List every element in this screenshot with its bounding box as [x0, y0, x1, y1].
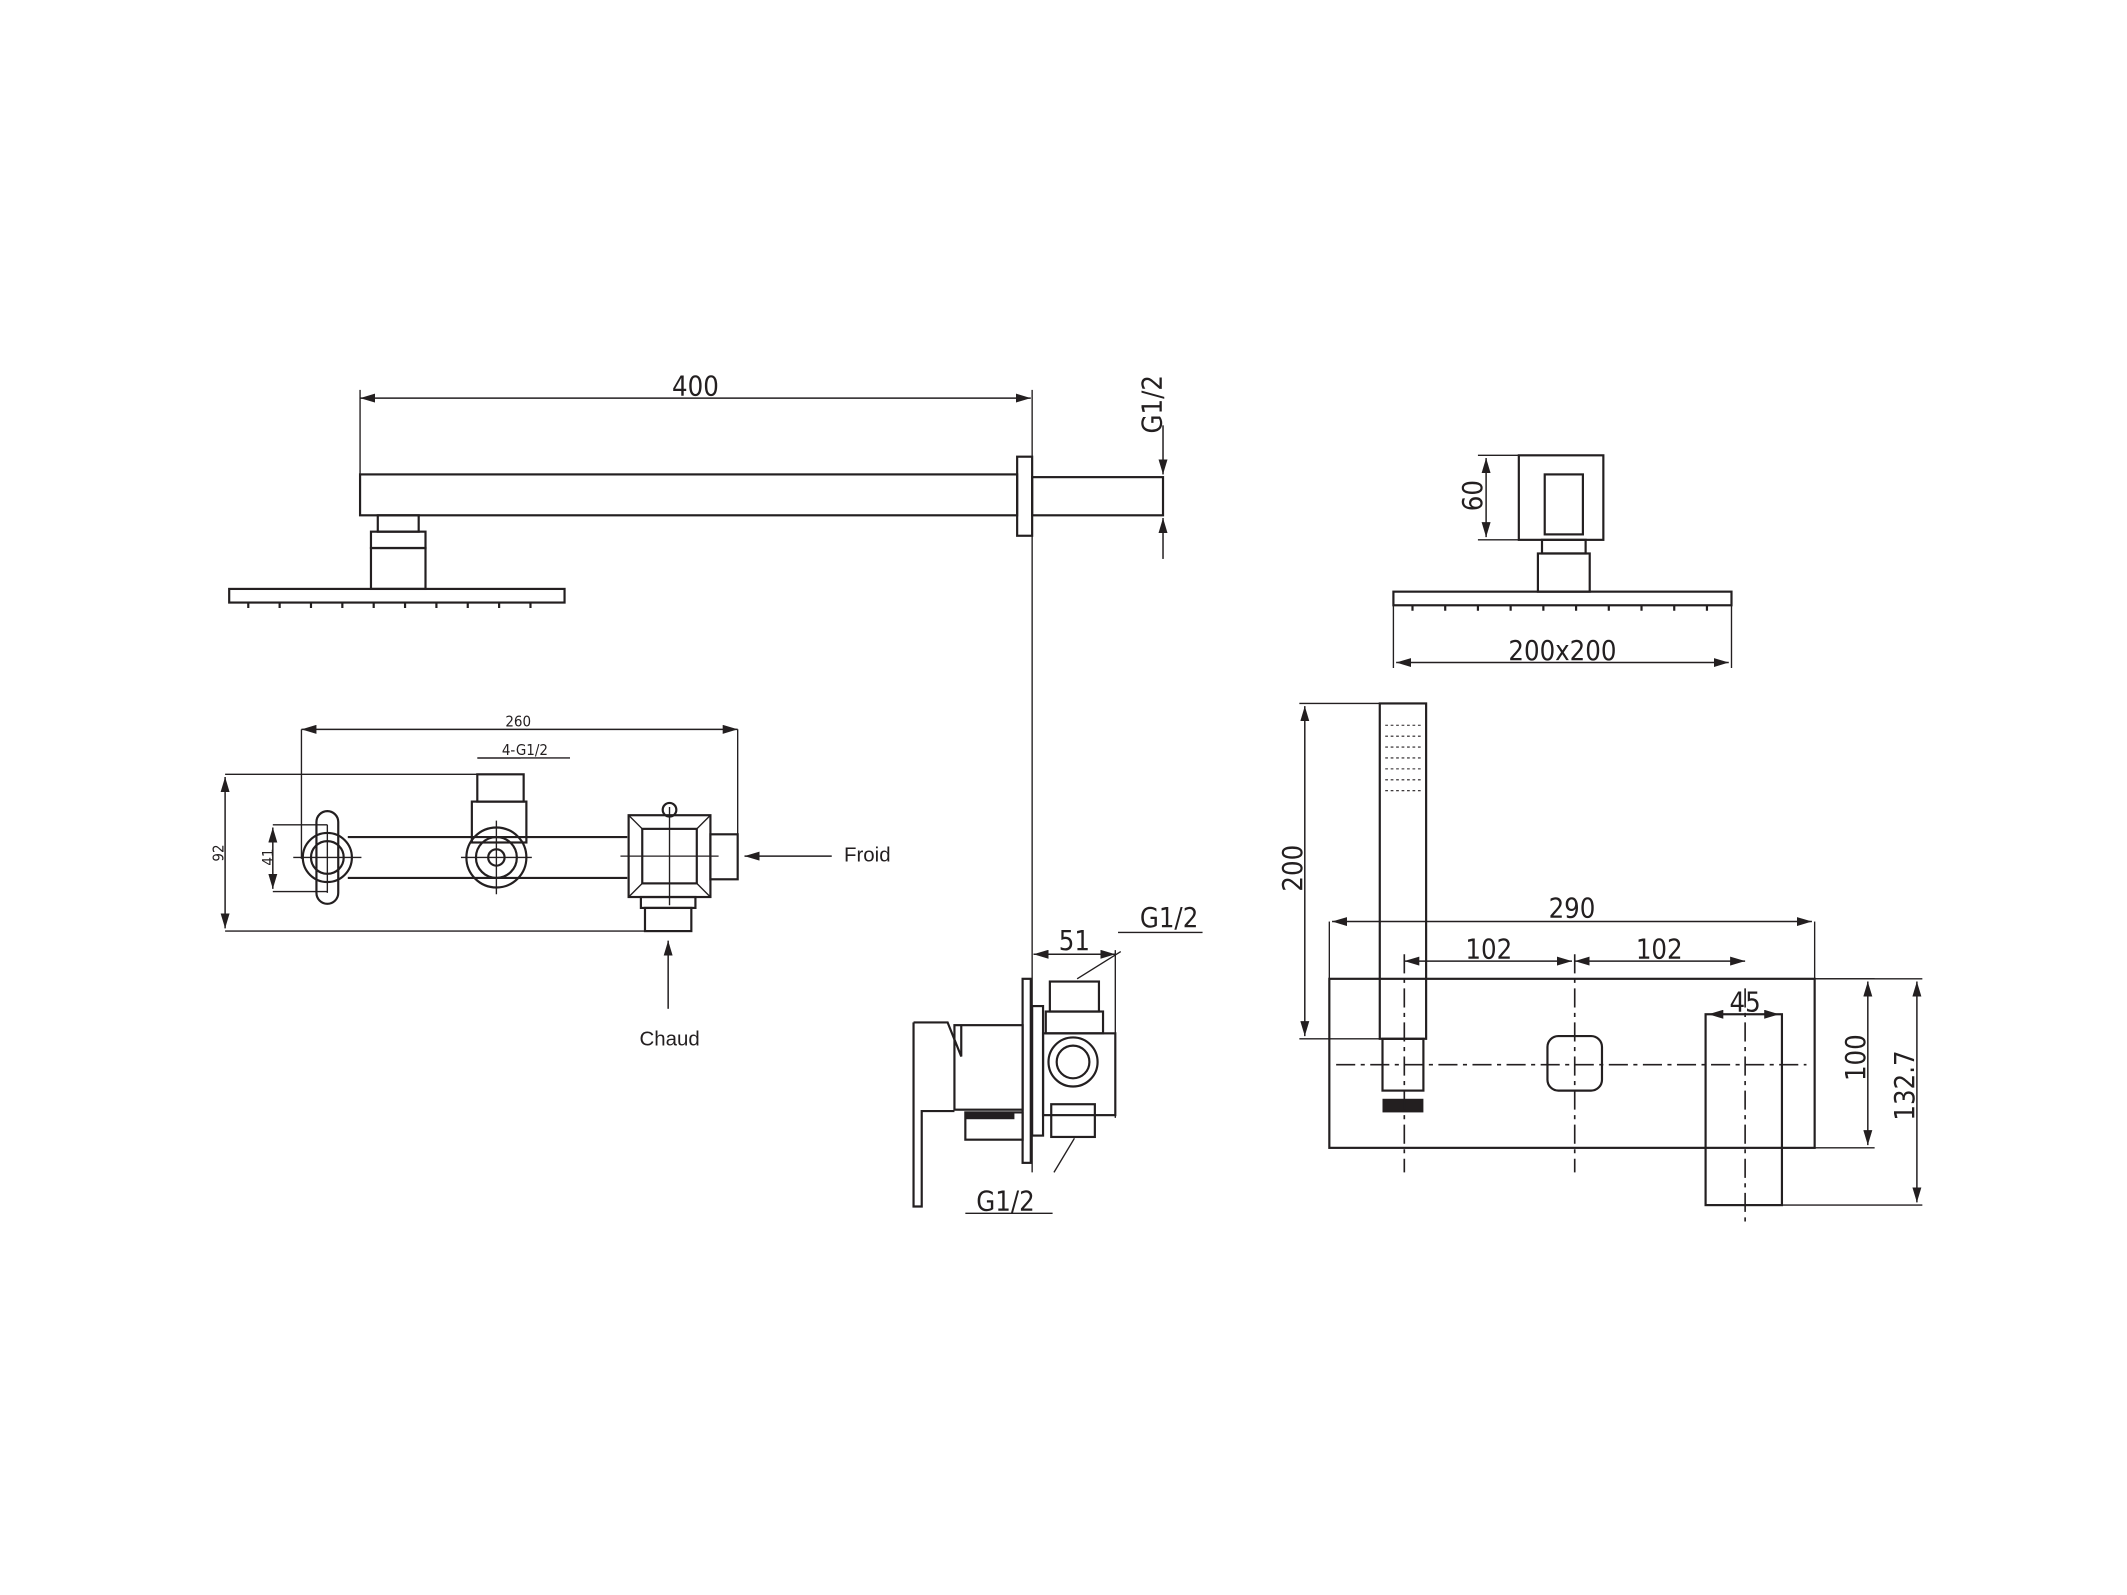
valve-outlets-label: 4-G1/2	[502, 741, 548, 759]
front-view-drawing: 200 290 102 102 45 100 132.7	[1278, 702, 1923, 1227]
hand-shower-length-label: 200	[1278, 845, 1309, 892]
mixer-depth-label: 51	[1059, 926, 1090, 957]
cold-label: Froid	[844, 844, 891, 867]
mixer-top-thread-label: G1/2	[1140, 903, 1198, 934]
spacing-left-label: 102	[1465, 934, 1512, 965]
head-height-label: 60	[1458, 480, 1489, 511]
mixer-side-drawing: 51 G1/2 G1/2	[912, 903, 1203, 1218]
front-width-label: 290	[1549, 893, 1596, 924]
nozzle-row	[247, 602, 532, 609]
inner-height-label: 100	[1841, 1034, 1872, 1081]
total-height-label: 132.7	[1890, 1050, 1921, 1120]
hot-label: Chaud	[640, 1028, 700, 1051]
valve-height-label: 92	[210, 844, 228, 861]
head-size-label: 200x200	[1508, 636, 1616, 667]
spacing-right-label: 102	[1636, 934, 1683, 965]
shower-arm-drawing: 400 G1/2	[228, 371, 1169, 1173]
mixer-bottom-thread-label: G1/2	[976, 1187, 1034, 1218]
valve-width-label: 260	[505, 713, 531, 731]
arm-thread-label: G1/2	[1138, 375, 1169, 433]
valve-center-label: 41	[259, 849, 277, 866]
valve-body-drawing: 260 4-G1/2 92 41 Froid Chaud	[210, 713, 891, 1051]
spout-width-label: 45	[1730, 988, 1761, 1019]
arm-length-label: 400	[672, 371, 719, 402]
spray-holes	[1385, 724, 1421, 792]
shower-head-drawing: 60 200x200	[1392, 454, 1733, 668]
